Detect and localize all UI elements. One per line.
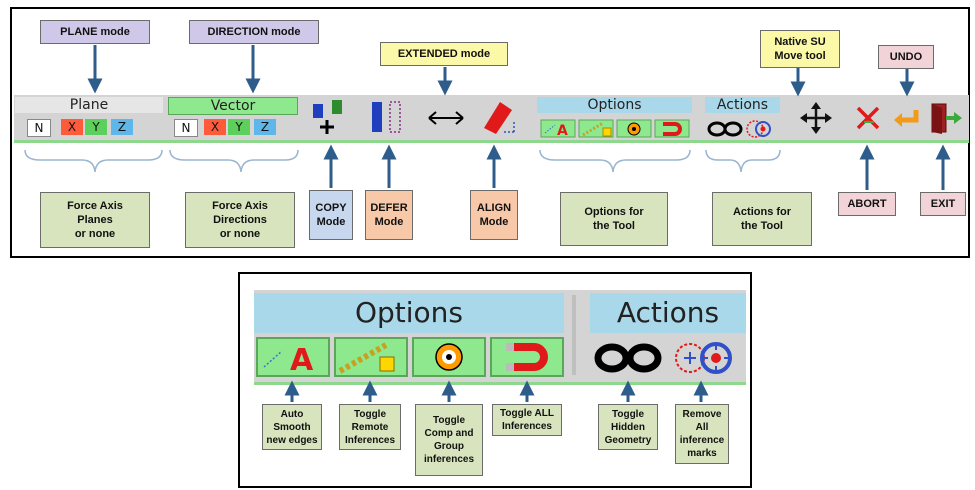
svg-text:A: A — [290, 343, 314, 377]
vector-seg-x[interactable]: X — [204, 119, 226, 135]
top-arrows-layer — [24, 45, 951, 190]
vector-group: Vector N X Y Z — [168, 97, 298, 139]
detail-options-header: Options — [254, 293, 564, 333]
options-icons: A — [540, 119, 690, 139]
all-inferences-icon[interactable] — [490, 337, 564, 377]
vector-group-title: Vector — [168, 97, 298, 115]
vector-seg-y[interactable]: Y — [228, 119, 250, 135]
plane-mode-callout: PLANE mode — [40, 20, 150, 44]
copy-mode-icon[interactable] — [310, 98, 350, 138]
toggle-hidden-label: Toggle Hidden Geometry — [598, 404, 658, 450]
extended-mode-icon[interactable] — [425, 102, 467, 134]
undo-icon[interactable] — [890, 102, 922, 134]
plane-group-title: Plane — [15, 97, 163, 113]
plane-seg-n[interactable]: N — [27, 119, 51, 137]
actions-group: Actions — [705, 97, 780, 139]
force-directions-callout: Force Axis Directions or none — [185, 192, 295, 248]
defer-mode-icon[interactable] — [368, 98, 408, 138]
plane-seg-x[interactable]: X — [61, 119, 83, 135]
toggle-all-label: Toggle ALL Inferences — [492, 404, 562, 436]
options-tool-callout: Options for the Tool — [560, 192, 668, 246]
options-group-title: Options — [537, 97, 692, 113]
abort-icon[interactable] — [852, 102, 884, 134]
abort-callout: ABORT — [838, 192, 896, 216]
auto-smooth-icon[interactable]: A — [256, 337, 330, 377]
actions-icons — [707, 120, 771, 138]
plane-group: Plane N X Y Z — [15, 97, 163, 139]
remove-marks-icon[interactable] — [668, 338, 742, 378]
undo-callout: UNDO — [878, 45, 934, 69]
exit-callout: EXIT — [920, 192, 966, 216]
detail-actions-header: Actions — [590, 293, 746, 333]
defer-callout: DEFER Mode — [365, 190, 413, 240]
align-mode-icon[interactable] — [478, 98, 518, 138]
hidden-geometry-icon[interactable] — [594, 340, 664, 376]
remove-marks-label: Remove All inference marks — [675, 404, 729, 464]
plane-seg-z[interactable]: Z — [111, 119, 133, 135]
vector-seg-z[interactable]: Z — [254, 119, 276, 135]
move-tool-icon[interactable] — [798, 100, 834, 136]
options-group: Options A — [537, 97, 692, 139]
remote-inference-icon[interactable] — [334, 337, 408, 377]
svg-text:A: A — [557, 123, 568, 139]
align-callout: ALIGN Mode — [470, 190, 518, 240]
auto-smooth-label: Auto Smooth new edges — [262, 404, 322, 450]
extended-mode-callout: EXTENDED mode — [380, 42, 508, 66]
native-su-callout: Native SU Move tool — [760, 30, 840, 68]
comp-group-inference-icon[interactable] — [412, 337, 486, 377]
copy-callout: COPY Mode — [309, 190, 353, 240]
toggle-comp-label: Toggle Comp and Group inferences — [415, 404, 483, 476]
exit-icon[interactable] — [928, 100, 964, 136]
toggle-remote-label: Toggle Remote Inferences — [339, 404, 401, 450]
vector-seg-n[interactable]: N — [174, 119, 198, 137]
plane-seg-y[interactable]: Y — [85, 119, 107, 135]
actions-group-title: Actions — [705, 97, 780, 113]
detail-separator — [572, 295, 576, 375]
direction-mode-callout: DIRECTION mode — [189, 20, 319, 44]
actions-tool-callout: Actions for the Tool — [712, 192, 812, 246]
force-planes-callout: Force Axis Planes or none — [40, 192, 150, 248]
